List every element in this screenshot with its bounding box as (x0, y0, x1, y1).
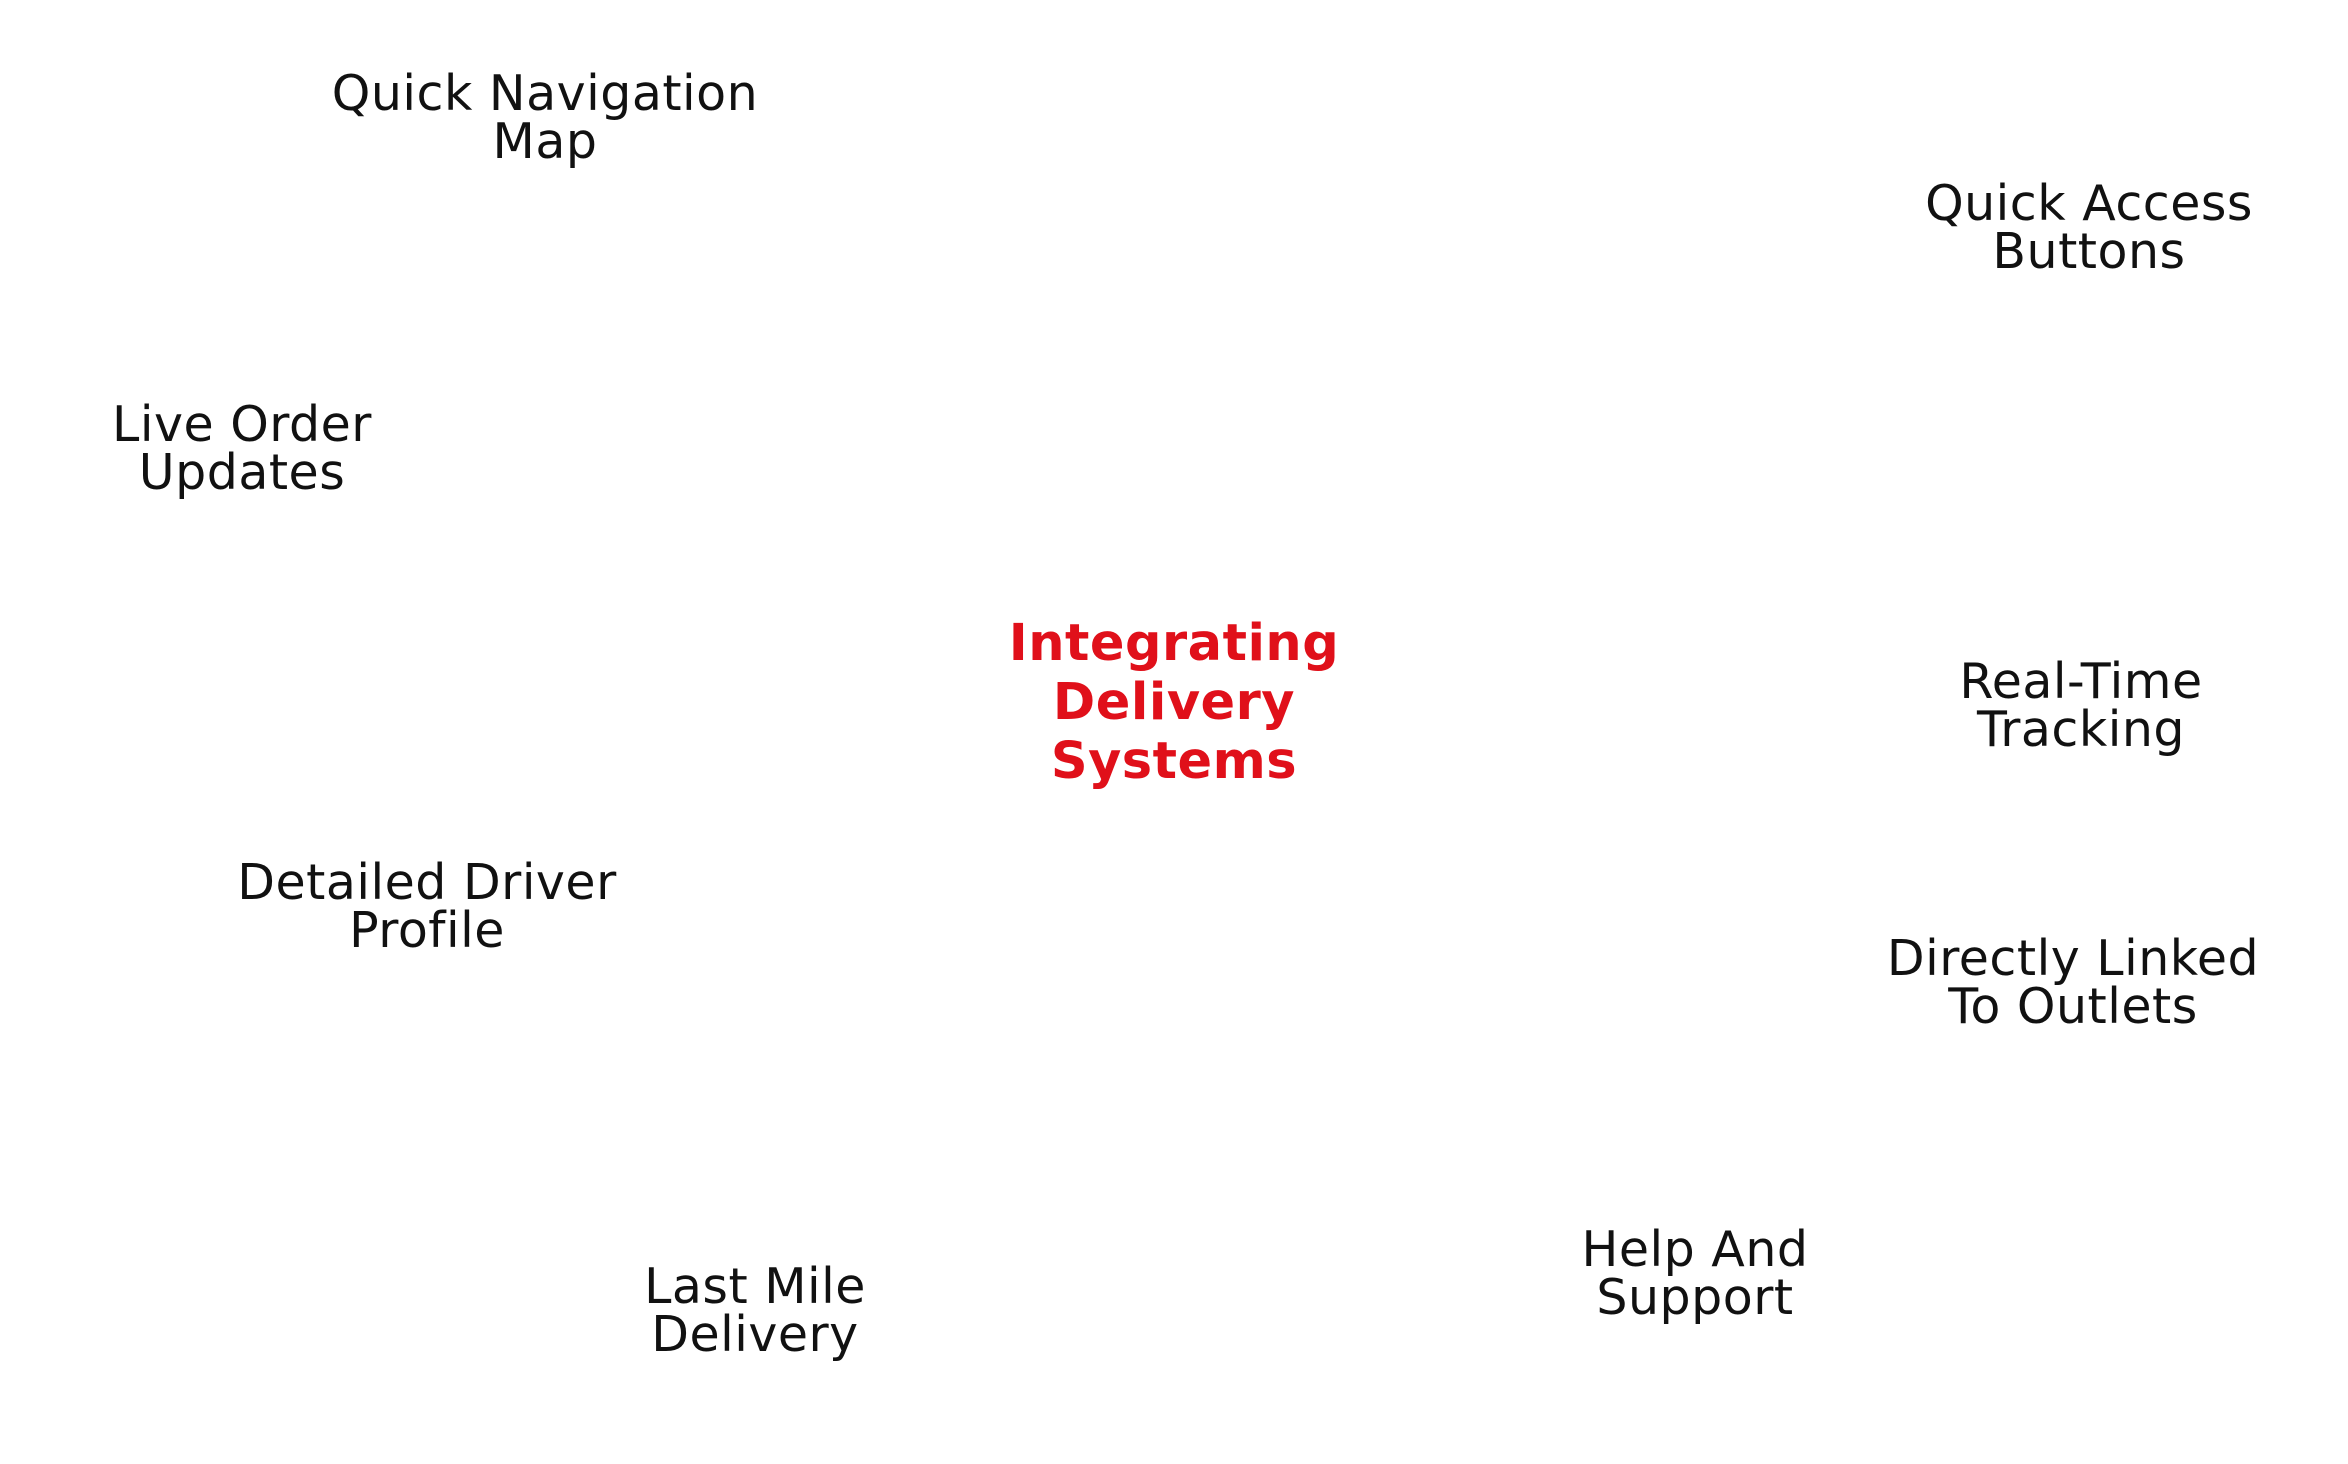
central-topic-line-3: Systems (1050, 732, 1298, 791)
feature-label-line: Help And (1581, 1221, 1809, 1278)
feature-label-line: Map (492, 113, 598, 170)
feature-label-line: Buttons (1992, 223, 2186, 280)
feature-label-line: Real-Time (1959, 653, 2203, 710)
feature-help-and-support: Help And Support (1581, 1221, 1809, 1326)
feature-real-time-tracking: Real-Time Tracking (1959, 653, 2203, 758)
central-topic-line-1: Integrating (1008, 614, 1340, 673)
feature-directly-linked-to-outlets: Directly Linked To Outlets (1886, 930, 2260, 1035)
feature-label-line: Quick Navigation (331, 65, 759, 122)
feature-label-line: Detailed Driver (237, 854, 617, 911)
feature-live-order-updates: Live Order Updates (112, 396, 372, 501)
feature-label-line: Tracking (1976, 701, 2185, 758)
feature-label-line: Directly Linked (1886, 930, 2260, 987)
feature-label-line: Updates (138, 444, 346, 501)
feature-label-line: Profile (349, 902, 505, 959)
central-topic-line-2: Delivery (1052, 673, 1296, 732)
feature-last-mile-delivery: Last Mile Delivery (644, 1258, 866, 1363)
feature-label-line: Quick Access (1925, 175, 2253, 232)
central-topic: Integrating Delivery Systems (1009, 614, 1340, 791)
feature-quick-access-buttons: Quick Access Buttons (1925, 175, 2253, 280)
feature-label-line: Support (1596, 1269, 1794, 1326)
feature-label-line: Live Order (112, 396, 372, 453)
feature-label-line: Delivery (651, 1306, 859, 1363)
feature-label-line: To Outlets (1948, 978, 2198, 1035)
feature-detailed-driver-profile: Detailed Driver Profile (237, 854, 617, 959)
feature-quick-navigation-map: Quick Navigation Map (331, 65, 759, 170)
feature-label-line: Last Mile (644, 1258, 866, 1315)
